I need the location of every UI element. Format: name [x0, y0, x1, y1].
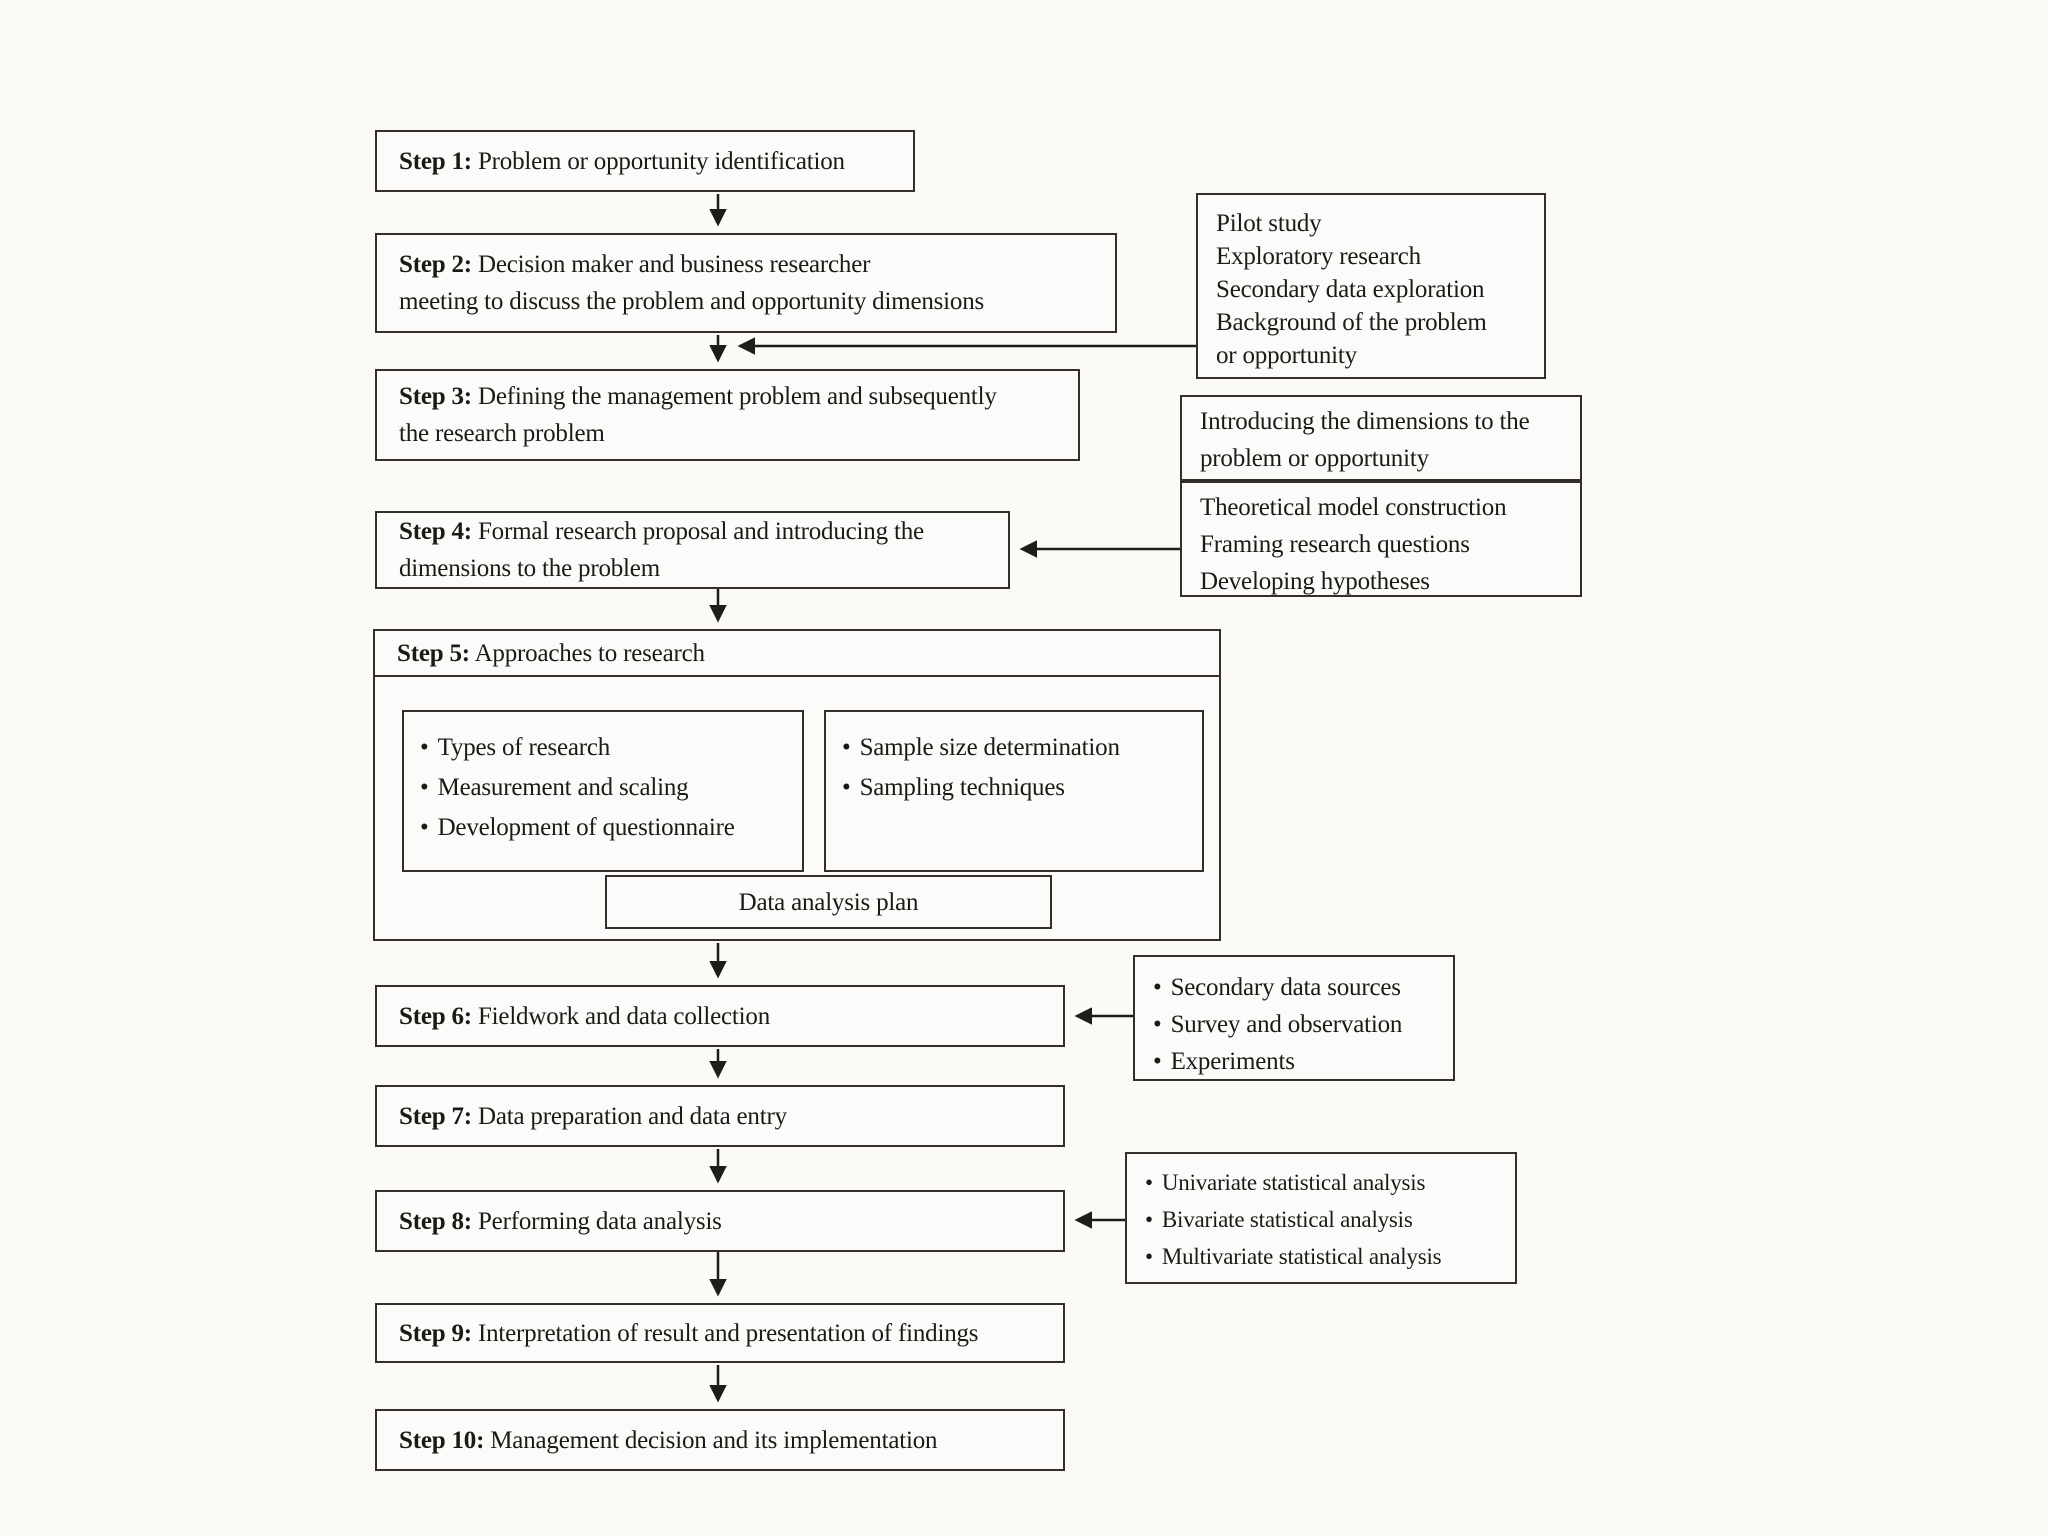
- bullet-marker: •: [1153, 974, 1162, 1001]
- step-9-label: Step 9: Interpretation of result and pre…: [399, 1315, 1063, 1352]
- step-1-box: Step 1: Problem or opportunity identific…: [375, 130, 915, 192]
- list-item-text: Sample size determination: [859, 734, 1120, 761]
- data-collection-methods-box: • Secondary data sources • Survey and obse…: [1133, 955, 1455, 1081]
- step-10-box: Step 10: Management decision and its imp…: [375, 1409, 1065, 1471]
- pilot-line: Secondary data exploration: [1216, 276, 1485, 303]
- step-7-box: Step 7: Data preparation and data entry: [375, 1085, 1065, 1147]
- theoretical-line: Theoretical model construction: [1200, 494, 1507, 521]
- step-1-prefix: Step 1:: [399, 147, 472, 175]
- introducing-dimensions-box: Introducing the dimensions to the proble…: [1180, 395, 1582, 481]
- pilot-line: Background of the problem: [1216, 309, 1487, 336]
- list-item-text: Development of questionnaire: [437, 814, 735, 841]
- pilot-line: Exploratory research: [1216, 243, 1421, 270]
- theoretical-line: Framing research questions: [1200, 531, 1470, 558]
- step-10-prefix: Step 10:: [399, 1426, 485, 1454]
- bullet-marker: •: [1145, 1170, 1153, 1195]
- step-2-box: Step 2: Decision maker and business rese…: [375, 233, 1117, 333]
- step-6-box: Step 6: Fieldwork and data collection: [375, 985, 1065, 1047]
- step-4-text-line2: dimensions to the problem: [399, 555, 660, 582]
- bullet-marker: •: [420, 734, 429, 761]
- bullet-marker: •: [1153, 1011, 1162, 1038]
- step-7-label: Step 7: Data preparation and data entry: [399, 1098, 1063, 1135]
- step-8-label: Step 8: Performing data analysis: [399, 1203, 1063, 1240]
- step-4-box: Step 4: Formal research proposal and int…: [375, 511, 1010, 589]
- step-10-label: Step 10: Management decision and its imp…: [399, 1422, 1063, 1459]
- list-item-text: Measurement and scaling: [437, 774, 689, 801]
- step-5-header: Step 5: Approaches to research: [375, 631, 1219, 677]
- list-item: • Sampling techniques: [842, 768, 1186, 808]
- theoretical-line: Developing hypotheses: [1200, 568, 1430, 595]
- step-10-text: Management decision and its implementati…: [490, 1426, 938, 1454]
- step-6-text: Fieldwork and data collection: [477, 1002, 770, 1030]
- pilot-line: Pilot study: [1216, 210, 1322, 237]
- step-4-prefix: Step 4:: [399, 518, 472, 545]
- step-7-prefix: Step 7:: [399, 1102, 472, 1130]
- bullet-marker: •: [420, 814, 429, 841]
- list-item-text: Secondary data sources: [1170, 974, 1401, 1001]
- introducing-line: problem or opportunity: [1200, 445, 1429, 472]
- bullet-marker: •: [842, 734, 851, 761]
- list-item: • Development of questionnaire: [420, 808, 786, 848]
- pilot-line: or opportunity: [1216, 342, 1357, 369]
- list-item-text: Bivariate statistical analysis: [1161, 1207, 1413, 1232]
- list-item: • Survey and observation: [1153, 1006, 1435, 1043]
- list-item-text: Multivariate statistical analysis: [1161, 1244, 1442, 1269]
- list-item: • Experiments: [1153, 1043, 1435, 1080]
- bullet-marker: •: [1145, 1207, 1153, 1232]
- data-analysis-plan-box: Data analysis plan: [605, 875, 1052, 929]
- introducing-line: Introducing the dimensions to the: [1200, 408, 1530, 435]
- step-2-text: Decision maker and business researcher: [477, 251, 871, 278]
- step-1-label: Step 1: Problem or opportunity identific…: [399, 143, 913, 180]
- step-5-label: Step 5: Approaches to research: [397, 635, 705, 672]
- step-3-label: Step 3: Defining the management problem …: [399, 378, 1078, 415]
- step-3-text: Defining the management problem and subs…: [477, 383, 997, 410]
- step-5-box: Step 5: Approaches to research • Types of…: [373, 629, 1221, 941]
- step-6-prefix: Step 6:: [399, 1002, 472, 1030]
- pilot-study-box: Pilot study Exploratory research Seconda…: [1196, 193, 1546, 379]
- research-design-box: • Types of research • Measurement and scal…: [402, 710, 804, 872]
- bullet-marker: •: [420, 774, 429, 801]
- list-item: • Secondary data sources: [1153, 969, 1435, 1006]
- bullet-marker: •: [1145, 1244, 1153, 1269]
- step-8-box: Step 8: Performing data analysis: [375, 1190, 1065, 1252]
- list-item: • Measurement and scaling: [420, 768, 786, 808]
- theoretical-model-box: Theoretical model construction Framing r…: [1180, 481, 1582, 597]
- bullet-marker: •: [1153, 1048, 1162, 1075]
- step-7-text: Data preparation and data entry: [477, 1102, 787, 1130]
- list-item-text: Sampling techniques: [859, 774, 1065, 801]
- step-2-label: Step 2: Decision maker and business rese…: [399, 246, 1115, 283]
- list-item-text: Survey and observation: [1170, 1011, 1403, 1038]
- list-item: • Univariate statistical analysis: [1145, 1164, 1497, 1201]
- step-9-prefix: Step 9:: [399, 1319, 472, 1347]
- step-9-text: Interpretation of result and presentatio…: [477, 1319, 979, 1347]
- step-8-text: Performing data analysis: [477, 1207, 722, 1235]
- list-item: • Bivariate statistical analysis: [1145, 1201, 1497, 1238]
- list-item-text: Experiments: [1170, 1048, 1295, 1075]
- list-item-text: Univariate statistical analysis: [1161, 1170, 1426, 1195]
- step-6-label: Step 6: Fieldwork and data collection: [399, 998, 1063, 1035]
- list-item: • Sample size determination: [842, 728, 1186, 768]
- step-3-box: Step 3: Defining the management problem …: [375, 369, 1080, 461]
- step-2-prefix: Step 2:: [399, 251, 472, 278]
- step-9-box: Step 9: Interpretation of result and pre…: [375, 1303, 1065, 1363]
- bullet-marker: •: [842, 774, 851, 801]
- step-2-text-line2: meeting to discuss the problem and oppor…: [399, 288, 985, 315]
- statistical-analysis-box: • Univariate statistical analysis • Bivari…: [1125, 1152, 1517, 1284]
- step-3-prefix: Step 3:: [399, 383, 472, 410]
- step-4-label: Step 4: Formal research proposal and int…: [399, 513, 1008, 550]
- step-8-prefix: Step 8:: [399, 1207, 472, 1235]
- step-3-text-line2: the research problem: [399, 420, 605, 447]
- step-1-text: Problem or opportunity identification: [477, 147, 845, 175]
- list-item: • Types of research: [420, 728, 786, 768]
- step-5-text: Approaches to research: [474, 639, 705, 667]
- step-5-prefix: Step 5:: [397, 639, 470, 667]
- sampling-box: • Sample size determination • Sampling tec…: [824, 710, 1204, 872]
- list-item-text: Types of research: [437, 734, 611, 761]
- list-item: • Multivariate statistical analysis: [1145, 1238, 1497, 1275]
- data-analysis-plan-label: Data analysis plan: [738, 888, 919, 916]
- step-4-text: Formal research proposal and introducing…: [477, 518, 924, 545]
